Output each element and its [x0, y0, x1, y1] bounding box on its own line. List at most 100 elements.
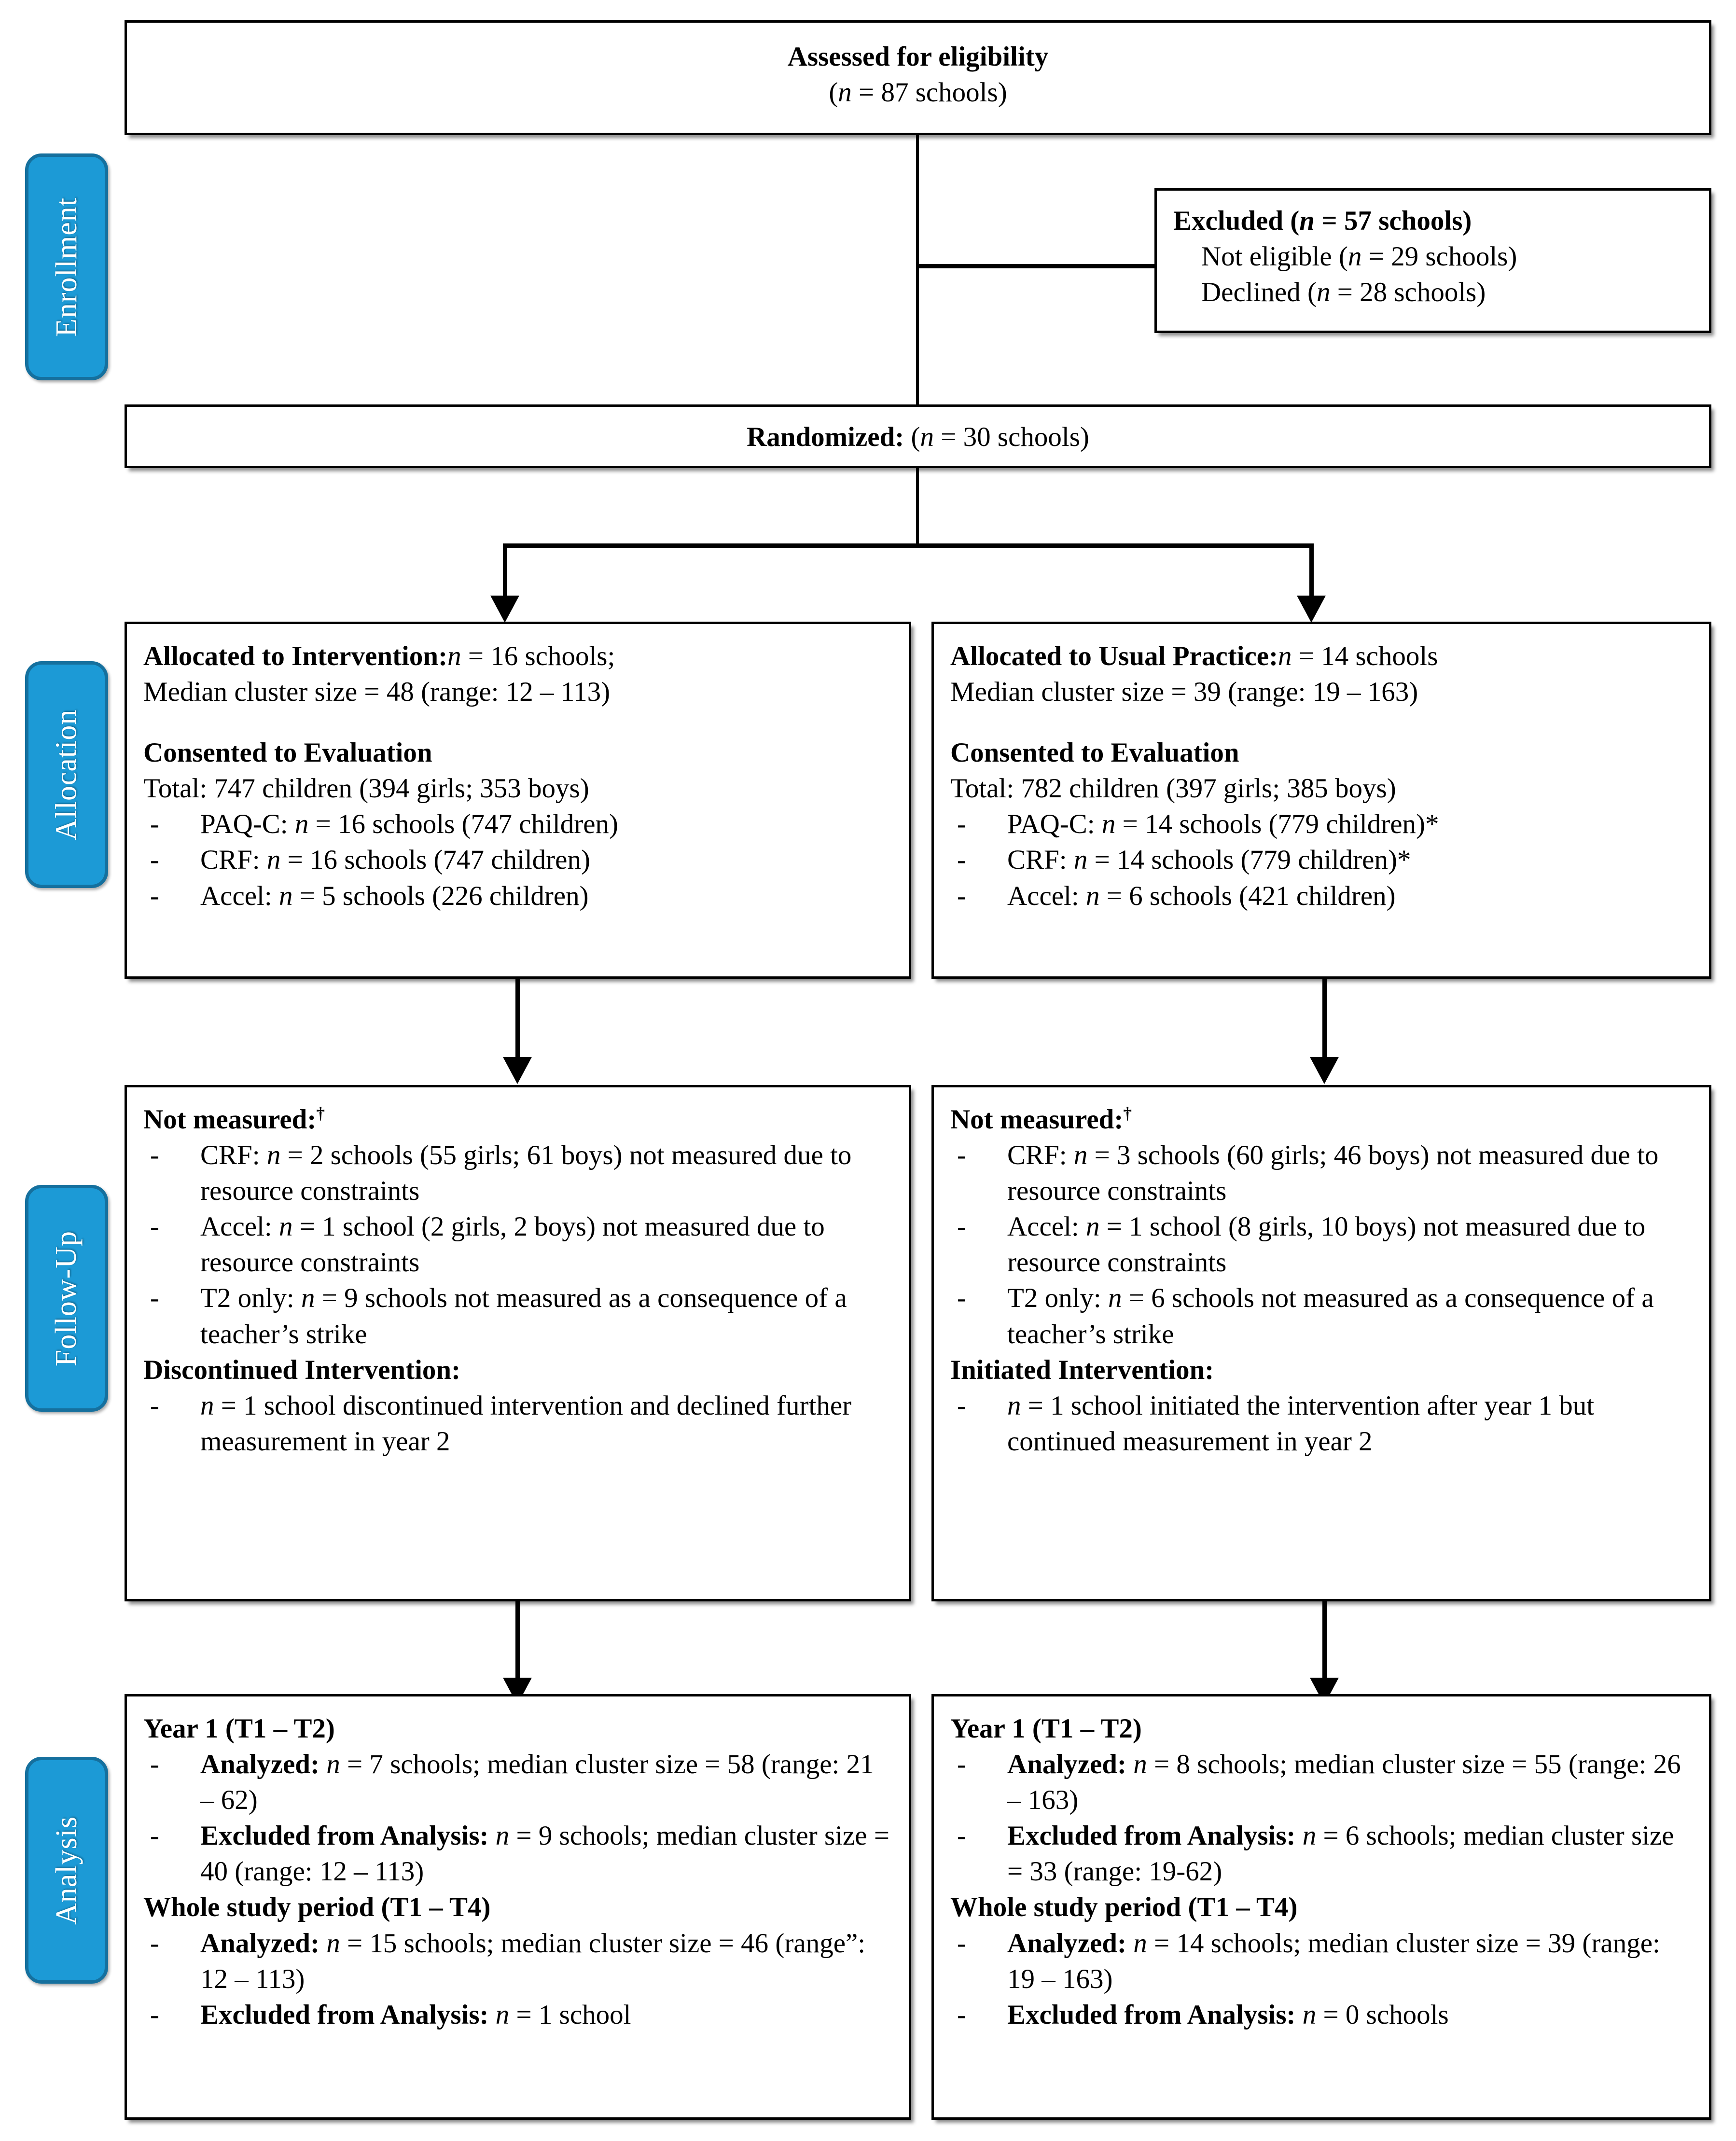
connector-to-excluded [916, 264, 1157, 268]
dagger-symbol: † [1123, 1104, 1132, 1123]
box-randomized: Randomized: (n = 30 schools) [125, 404, 1711, 468]
connector-randomized-right-drop [1309, 543, 1314, 605]
alloc-intervention-total: Total: 747 children (394 girls; 353 boys… [143, 773, 589, 804]
list-item: -CRF: n = 16 schools (747 children) [143, 842, 892, 878]
box-followup-usual-practice: Not measured:† -CRF: n = 3 schools (60 g… [931, 1085, 1711, 1601]
box-assessed-for-eligibility: Assessed for eligibility (n = 87 schools… [125, 20, 1711, 135]
list-item: -PAQ-C: n = 16 schools (747 children) [143, 806, 892, 842]
list-item: -Excluded from Analysis: n = 0 schools [950, 1997, 1693, 2033]
dash-bullet-icon: - [957, 1283, 966, 1314]
arrow-to-allocation-right-icon [1297, 596, 1326, 623]
list-item: -CRF: n = 14 schools (779 children)* [950, 842, 1693, 878]
alloc-usual-total: Total: 782 children (397 girls; 385 boys… [950, 773, 1396, 804]
connector-followup-right-to-analysis [1322, 1601, 1327, 1679]
stage-tab-allocation: Allocation [25, 661, 108, 888]
alloc-intervention-title: Allocated to Intervention:n = 16 schools… [143, 641, 615, 671]
list-item: -Excluded from Analysis: n = 6 schools; … [950, 1818, 1693, 1890]
connector-alloc-left-to-followup [515, 979, 520, 1058]
dash-bullet-icon: - [150, 1749, 159, 1780]
followup-intervention-heading: Not measured:† [143, 1104, 325, 1135]
dash-bullet-icon: - [957, 1211, 966, 1242]
eligibility-title-text: Assessed for eligibility [787, 42, 1049, 72]
dash-bullet-icon: - [957, 1928, 966, 1959]
list-item: -CRF: n = 3 schools (60 girls; 46 boys) … [950, 1138, 1693, 1209]
box-analysis-intervention: Year 1 (T1 – T2) -Analyzed: n = 7 school… [125, 1694, 911, 2120]
dash-bullet-icon: - [150, 1211, 159, 1242]
dash-bullet-icon: - [150, 1283, 159, 1314]
stage-tab-analysis: Analysis [25, 1757, 108, 1984]
followup-intervention-not-measured-list: -CRF: n = 2 schools (55 girls; 61 boys) … [143, 1138, 892, 1352]
connector-randomized-split [503, 543, 1314, 548]
dash-bullet-icon: - [957, 880, 966, 911]
list-item: -n = 1 school discontinued intervention … [143, 1388, 892, 1460]
dash-bullet-icon: - [150, 1928, 159, 1959]
box-followup-intervention: Not measured:† -CRF: n = 2 schools (55 g… [125, 1085, 911, 1601]
excluded-item-not-eligible: Not eligible (n = 29 schools) [1201, 241, 1517, 272]
box-analysis-usual-practice: Year 1 (T1 – T2) -Analyzed: n = 8 school… [931, 1694, 1711, 2120]
stage-tab-followup: Follow-Up [25, 1185, 108, 1412]
stage-tab-followup-label: Follow-Up [50, 1230, 83, 1366]
dash-bullet-icon: - [150, 1999, 159, 2030]
followup-usual-heading: Not measured:† [950, 1104, 1132, 1135]
analysis-intervention-whole-list: -Analyzed: n = 15 schools; median cluste… [143, 1926, 892, 2033]
followup-usual-initiated-list: -n = 1 school initiated the intervention… [950, 1388, 1693, 1460]
dash-bullet-icon: - [957, 1821, 966, 1851]
list-item: -Accel: n = 6 schools (421 children) [950, 878, 1693, 914]
analysis-usual-year1-list: -Analyzed: n = 8 schools; median cluster… [950, 1747, 1693, 1890]
box-excluded: Excluded (n = 57 schools) Not eligible (… [1154, 188, 1711, 333]
excluded-heading: Excluded (n = 57 schools) [1173, 206, 1472, 236]
connector-randomized-left-drop [503, 543, 507, 605]
list-item: -T2 only: n = 6 schools not measured as … [950, 1280, 1693, 1352]
dash-bullet-icon: - [957, 1999, 966, 2030]
eligibility-title: Assessed for eligibility [143, 39, 1693, 75]
dash-bullet-icon: - [150, 1821, 159, 1851]
alloc-usual-consent-heading: Consented to Evaluation [950, 737, 1239, 768]
stage-tab-allocation-label: Allocation [50, 709, 83, 840]
excluded-item-declined: Declined (n = 28 schools) [1201, 277, 1486, 308]
dash-bullet-icon: - [957, 809, 966, 840]
arrow-to-followup-left-icon [503, 1057, 532, 1084]
analysis-usual-whole-list: -Analyzed: n = 14 schools; median cluste… [950, 1926, 1693, 2033]
dagger-symbol: † [316, 1104, 325, 1123]
arrow-to-allocation-left-icon [490, 596, 519, 623]
list-item: -Accel: n = 1 school (8 girls, 10 boys) … [950, 1209, 1693, 1280]
alloc-intervention-consent-heading: Consented to Evaluation [143, 737, 432, 768]
alloc-usual-measure-list: -PAQ-C: n = 14 schools (779 children)* -… [950, 806, 1693, 914]
stage-tab-analysis-label: Analysis [50, 1816, 83, 1925]
followup-usual-second-heading: Initiated Intervention: [950, 1354, 1214, 1385]
spacer [950, 710, 1693, 735]
dash-bullet-icon: - [150, 1390, 159, 1421]
randomized-text: Randomized: (n = 30 schools) [747, 422, 1089, 452]
dash-bullet-icon: - [957, 1390, 966, 1421]
connector-eligibility-to-randomized [916, 135, 919, 405]
list-item: -Analyzed: n = 8 schools; median cluster… [950, 1747, 1693, 1818]
dash-bullet-icon: - [150, 809, 159, 840]
connector-alloc-right-to-followup [1322, 979, 1327, 1058]
eligibility-count: (n = 87 schools) [829, 77, 1007, 108]
followup-usual-not-measured-list: -CRF: n = 3 schools (60 girls; 46 boys) … [950, 1138, 1693, 1352]
spacer [143, 710, 892, 735]
list-item: -Accel: n = 5 schools (226 children) [143, 878, 892, 914]
stage-tab-enrollment: Enrollment [25, 153, 108, 380]
eligibility-n-symbol: n [838, 77, 852, 108]
analysis-usual-year1-heading: Year 1 (T1 – T2) [950, 1713, 1142, 1744]
dash-bullet-icon: - [150, 1140, 159, 1171]
dash-bullet-icon: - [957, 845, 966, 876]
list-item: -n = 1 school initiated the intervention… [950, 1388, 1693, 1460]
analysis-usual-whole-heading: Whole study period (T1 – T4) [950, 1892, 1298, 1923]
dash-bullet-icon: - [150, 880, 159, 911]
list-item: -Accel: n = 1 school (2 girls, 2 boys) n… [143, 1209, 892, 1280]
followup-intervention-second-heading: Discontinued Intervention: [143, 1354, 461, 1385]
list-item: -Analyzed: n = 14 schools; median cluste… [950, 1926, 1693, 1997]
analysis-intervention-year1-heading: Year 1 (T1 – T2) [143, 1713, 335, 1744]
stage-tab-enrollment-label: Enrollment [50, 197, 83, 337]
alloc-intervention-measure-list: -PAQ-C: n = 16 schools (747 children) -C… [143, 806, 892, 914]
list-item: -Analyzed: n = 15 schools; median cluste… [143, 1926, 892, 1997]
followup-intervention-discontinued-list: -n = 1 school discontinued intervention … [143, 1388, 892, 1460]
connector-randomized-stem [916, 468, 919, 545]
alloc-intervention-median: Median cluster size = 48 (range: 12 – 11… [143, 677, 611, 708]
box-allocated-intervention: Allocated to Intervention:n = 16 schools… [125, 622, 911, 979]
analysis-intervention-year1-list: -Analyzed: n = 7 schools; median cluster… [143, 1747, 892, 1890]
list-item: -CRF: n = 2 schools (55 girls; 61 boys) … [143, 1138, 892, 1209]
